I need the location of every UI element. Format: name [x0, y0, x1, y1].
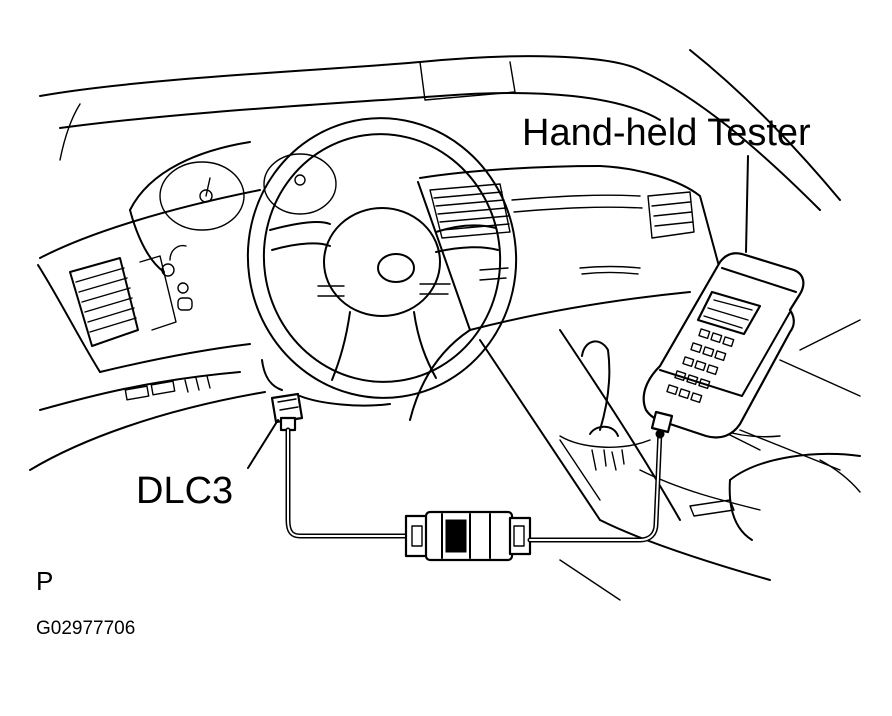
tester-label: Hand-held Tester [522, 112, 811, 154]
figure-code-label: G02977706 [36, 618, 136, 639]
dlc3-label: DLC3 [136, 470, 234, 512]
cable-adapter [404, 510, 532, 562]
view-mark-label: P [36, 566, 54, 596]
steering-wheel [246, 117, 518, 407]
dlc3-connector [247, 392, 304, 469]
dlc3-cable [285, 427, 411, 539]
tester-keypad [666, 328, 735, 404]
hand-held-tester [642, 155, 805, 439]
dashboard [29, 49, 861, 601]
tester-cable [527, 427, 663, 543]
